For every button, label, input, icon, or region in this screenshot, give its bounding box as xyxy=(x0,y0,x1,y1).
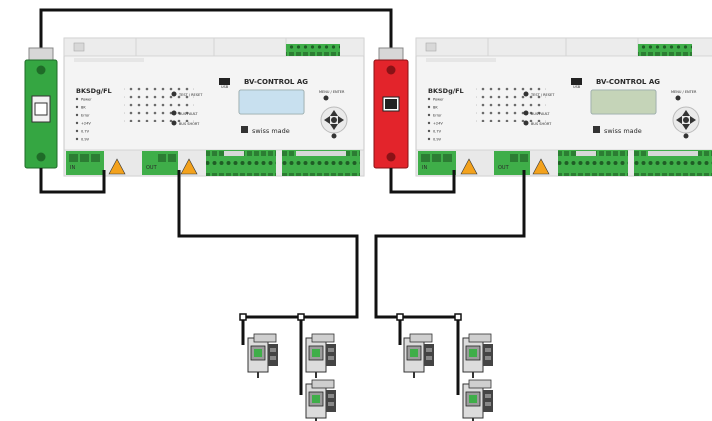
out-port-label: OUT xyxy=(146,165,158,171)
junction-nodes xyxy=(239,313,462,321)
breaker-left xyxy=(24,47,58,169)
led-label: Error xyxy=(81,114,90,118)
display-screen xyxy=(590,89,657,115)
supply-wires xyxy=(39,8,393,50)
field-device xyxy=(462,379,494,421)
button-short-label: BUS SHORT xyxy=(531,122,552,126)
led-label: +24V xyxy=(81,122,91,126)
in-port-label: IN xyxy=(422,165,427,171)
led-label: Power xyxy=(433,98,444,102)
top-terminal xyxy=(638,44,692,56)
model-label: BKSDg/FL xyxy=(76,87,112,95)
breaker-right xyxy=(373,47,409,169)
field-device xyxy=(462,333,494,379)
nav-pad[interactable] xyxy=(672,106,700,134)
led-label: 0.9V xyxy=(433,138,442,142)
in-port-label: IN xyxy=(70,165,75,171)
breaker-to-in-wires xyxy=(39,168,456,194)
model-label: BKSDg/FL xyxy=(428,87,464,95)
nav-label: MENU / ENTER xyxy=(671,90,697,94)
bus-wires xyxy=(177,170,526,395)
button-test-label: TEST / RESET xyxy=(178,93,203,97)
usb-label: USB xyxy=(221,85,229,89)
brand-label: BV-CONTROL AG xyxy=(596,78,660,86)
button-fault-label: BUS FAULT xyxy=(179,112,198,116)
nav-pad[interactable] xyxy=(320,106,348,134)
field-device xyxy=(305,379,337,421)
display-screen xyxy=(238,89,305,115)
top-terminal xyxy=(286,44,340,56)
button-fault-label: BUS FAULT xyxy=(531,112,550,116)
brand-label: BV-CONTROL AG xyxy=(244,78,308,86)
controller-right: BKSDg/FL BV-CONTROL AG swiss made IN OUT… xyxy=(415,37,712,177)
controller-left: BKSDg/FL BV-CONTROL AG swiss made IN OUT… xyxy=(63,37,365,177)
led-label: 0.7V xyxy=(81,130,90,134)
led-label: +24V xyxy=(433,122,443,126)
swiss-made-label: swiss made xyxy=(252,127,290,135)
led-label: 0.9V xyxy=(81,138,90,142)
led-label: 0.7V xyxy=(433,130,442,134)
swiss-made-label: swiss made xyxy=(604,127,642,135)
led-label: BK xyxy=(433,106,438,110)
button-test-label: TEST / RESET xyxy=(530,93,555,97)
out-port-label: OUT xyxy=(498,165,510,171)
field-device xyxy=(305,333,337,379)
field-device xyxy=(403,333,435,379)
led-label: Power xyxy=(81,98,92,102)
led-label: BK xyxy=(81,106,86,110)
led-label: Error xyxy=(433,114,442,118)
button-short-label: BUS SHORT xyxy=(179,122,200,126)
usb-label: USB xyxy=(573,85,581,89)
field-device xyxy=(247,333,279,379)
nav-label: MENU / ENTER xyxy=(319,90,345,94)
